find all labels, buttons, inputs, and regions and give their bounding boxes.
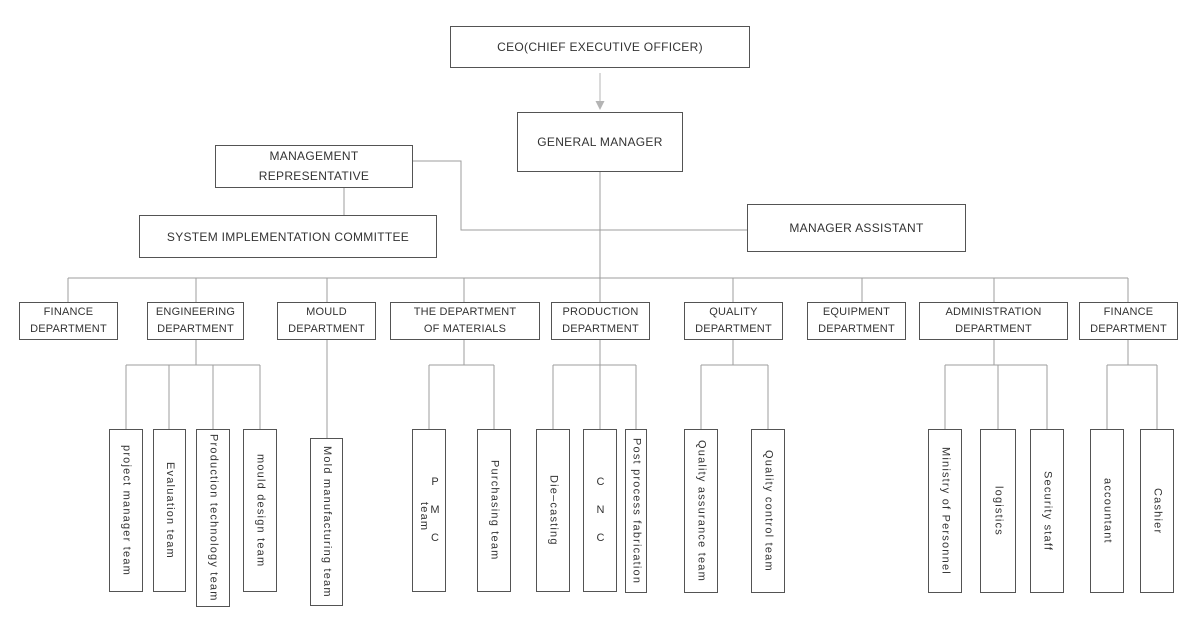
team-label: Security staff bbox=[1041, 470, 1054, 552]
team-ministry-of-personnel-box: Ministry of Personnel bbox=[928, 429, 962, 593]
ceo-label: CEO(CHIEF EXECUTIVE OFFICER) bbox=[497, 40, 703, 54]
team-label: accountant bbox=[1101, 478, 1114, 544]
dept-finance-left-box: FINANCE DEPARTMENT bbox=[19, 302, 118, 340]
team-label: Cashier bbox=[1151, 487, 1164, 535]
team-logistics-box: logistics bbox=[980, 429, 1016, 593]
team-cashier-box: Cashier bbox=[1140, 429, 1174, 593]
administration-connectors bbox=[944, 340, 1048, 429]
dept-engineering-box: ENGINEERING DEPARTMENT bbox=[147, 302, 244, 340]
dept-production-box: PRODUCTION DEPARTMENT bbox=[551, 302, 650, 340]
manager-assistant-box: MANAGER ASSISTANT bbox=[747, 204, 966, 252]
team-label: Mold manufacturing team bbox=[321, 446, 333, 598]
dept-label: THE DEPARTMENT OF MATERIALS bbox=[413, 305, 517, 335]
dept-finance-right-box: FINANCE DEPARTMENT bbox=[1079, 302, 1178, 340]
manager-assistant-label: MANAGER ASSISTANT bbox=[789, 221, 924, 235]
management-representative-label: MANAGEMENT REPRESENTATIVE bbox=[258, 149, 370, 183]
team-quality-control-box: Quality control team bbox=[751, 429, 785, 593]
team-quality-assurance-box: Quality assurance team bbox=[684, 429, 718, 593]
team-label: Quality assurance team bbox=[695, 440, 708, 582]
team-label: logistics bbox=[992, 486, 1005, 536]
arrow-down-icon bbox=[595, 101, 605, 110]
team-label: P M C team bbox=[418, 475, 441, 546]
team-label: project manager team bbox=[120, 445, 133, 576]
distribution-rail bbox=[67, 172, 1129, 302]
team-label: mould design team bbox=[254, 453, 267, 568]
team-label: Die–casting bbox=[547, 475, 560, 546]
dept-label: PRODUCTION DEPARTMENT bbox=[562, 305, 639, 335]
dept-mould-box: MOULD DEPARTMENT bbox=[277, 302, 376, 340]
team-project-manager-box: project manager team bbox=[109, 429, 143, 592]
team-post-process-box: Post process fabrication bbox=[625, 429, 647, 593]
system-implementation-committee-box: SYSTEM IMPLEMENTATION COMMITTEE bbox=[139, 215, 437, 258]
ceo-to-gm-connector bbox=[595, 73, 605, 110]
general-manager-box: GENERAL MANAGER bbox=[517, 112, 683, 172]
team-cnc-box: C N C bbox=[583, 429, 617, 592]
team-evaluation-box: Evaluation team bbox=[153, 429, 186, 592]
team-production-technology-box: Production technology team bbox=[196, 429, 230, 607]
materials-connectors bbox=[428, 340, 495, 429]
engineering-connectors bbox=[125, 340, 261, 429]
dept-label: EQUIPMENT DEPARTMENT bbox=[818, 305, 895, 335]
dept-equipment-box: EQUIPMENT DEPARTMENT bbox=[807, 302, 906, 340]
team-label: Production technology team bbox=[207, 434, 220, 602]
dept-label: FINANCE DEPARTMENT bbox=[30, 305, 107, 335]
team-accountant-box: accountant bbox=[1090, 429, 1124, 593]
finance-right-connectors bbox=[1106, 340, 1158, 429]
quality-connectors bbox=[700, 340, 769, 429]
team-label: Evaluation team bbox=[164, 462, 176, 559]
team-label: C N C bbox=[594, 475, 607, 546]
dept-materials-box: THE DEPARTMENT OF MATERIALS bbox=[390, 302, 540, 340]
team-label: Quality control team bbox=[762, 450, 775, 572]
dept-label: ADMINISTRATION DEPARTMENT bbox=[945, 305, 1042, 335]
production-connectors bbox=[552, 340, 637, 429]
general-manager-label: GENERAL MANAGER bbox=[537, 135, 663, 149]
management-representative-connectors bbox=[343, 160, 747, 231]
team-security-staff-box: Security staff bbox=[1030, 429, 1064, 593]
system-implementation-committee-label: SYSTEM IMPLEMENTATION COMMITTEE bbox=[166, 229, 410, 244]
management-representative-box: MANAGEMENT REPRESENTATIVE bbox=[215, 145, 413, 188]
team-label: Post process fabrication bbox=[630, 437, 643, 585]
ceo-box: CEO(CHIEF EXECUTIVE OFFICER) bbox=[450, 26, 750, 68]
team-label: Ministry of Personnel bbox=[939, 447, 952, 575]
team-mold-manufacturing-box: Mold manufacturing team bbox=[310, 438, 343, 606]
team-mould-design-box: mould design team bbox=[243, 429, 277, 592]
dept-label: FINANCE DEPARTMENT bbox=[1090, 305, 1167, 335]
team-purchasing-box: Purchasing team bbox=[477, 429, 511, 592]
dept-label: QUALITY DEPARTMENT bbox=[695, 305, 772, 335]
team-pmc-box: P M C team bbox=[412, 429, 446, 592]
dept-label: MOULD DEPARTMENT bbox=[288, 305, 365, 335]
dept-administration-box: ADMINISTRATION DEPARTMENT bbox=[919, 302, 1068, 340]
team-label: Purchasing team bbox=[488, 460, 501, 561]
team-die-casting-box: Die–casting bbox=[536, 429, 570, 592]
dept-quality-box: QUALITY DEPARTMENT bbox=[684, 302, 783, 340]
dept-label: ENGINEERING DEPARTMENT bbox=[155, 305, 236, 335]
